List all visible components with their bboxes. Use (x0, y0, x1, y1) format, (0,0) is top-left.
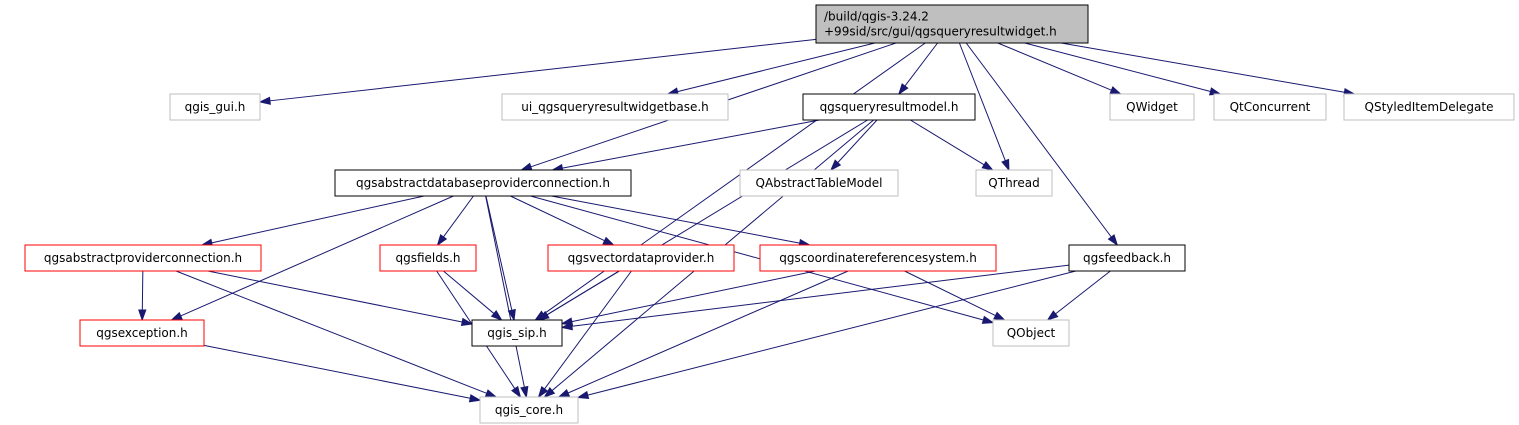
node-sip[interactable]: qgis_sip.h (471, 319, 563, 347)
edge-root-to-feedback (965, 42, 1119, 247)
node-core[interactable]: qgis_core.h (479, 396, 579, 424)
node-label: qgsfeedback.h (1083, 251, 1171, 265)
node-box (815, 4, 1089, 44)
node-label: qgsvectordataprovider.h (568, 251, 715, 265)
edge-abstractdb-to-vectordp (510, 195, 615, 246)
node-vectordp[interactable]: qgsvectordataprovider.h (547, 244, 735, 272)
node-abstractdb[interactable]: qgsabstractdatabaseproviderconnection.h (334, 169, 632, 197)
node-label: qgscoordinatereferencesystem.h (779, 251, 977, 265)
node-label: /build/qgis-3.24.2 (824, 10, 929, 24)
node-crs[interactable]: qgscoordinatereferencesystem.h (759, 244, 997, 272)
node-qgis_gui[interactable]: qgis_gui.h (169, 93, 261, 121)
node-box (334, 169, 632, 197)
node-label: qgis_core.h (495, 403, 563, 417)
edge-vectordp-to-core (537, 270, 632, 399)
edge-abstractprov-to-exception (138, 270, 147, 322)
edge-vectordp-to-sip (537, 270, 620, 321)
node-label: qgsexception.h (96, 326, 188, 340)
edge-abstractdb-to-sip (485, 195, 516, 322)
node-box (1068, 244, 1186, 272)
node-label: qgsabstractproviderconnection.h (44, 251, 242, 265)
node-box (501, 93, 729, 121)
edge-root-to-qwidget (997, 42, 1123, 95)
node-qabstracttable[interactable]: QAbstractTableModel (739, 169, 899, 197)
edge-model-to-qabstracttable (829, 119, 878, 172)
node-label: QAbstractTableModel (756, 176, 883, 190)
edge-feedback-to-qobject (1046, 270, 1111, 321)
node-box (79, 319, 205, 347)
node-label: QStyledItemDelegate (1365, 100, 1494, 114)
edge-abstractprov-to-sip (207, 270, 474, 327)
node-box (1343, 93, 1515, 121)
node-label: ui_qgsqueryresultwidgetbase.h (521, 100, 709, 114)
edge-root-to-qtconcurrent (1024, 42, 1222, 96)
edge-root-to-ui_base (666, 42, 875, 96)
edge-feedback-to-sip (560, 264, 1070, 331)
node-ui_base[interactable]: ui_qgsqueryresultwidgetbase.h (501, 93, 729, 121)
node-fields[interactable]: qgsfields.h (379, 244, 477, 272)
node-label: QtConcurrent (1230, 100, 1311, 114)
node-label: qgis_sip.h (487, 326, 546, 340)
edge-abstractprov-to-core (175, 270, 498, 398)
edge-feedback-to-core (576, 270, 1076, 400)
node-label: qgsfields.h (395, 251, 460, 265)
edge-abstractdb-to-abstractprov (200, 195, 425, 247)
node-box (759, 244, 997, 272)
node-qstyled[interactable]: QStyledItemDelegate (1343, 93, 1515, 121)
node-root[interactable]: /build/qgis-3.24.2+99sid/src/gui/qgsquer… (815, 4, 1089, 44)
edge-crs-to-core (557, 270, 849, 398)
edge-abstractdb-to-core (485, 195, 529, 399)
node-label: qgsqueryresultmodel.h (820, 100, 959, 114)
node-qobject[interactable]: QObject (992, 319, 1070, 347)
node-box (479, 396, 579, 424)
node-model[interactable]: qgsqueryresultmodel.h (802, 93, 976, 121)
node-label: QObject (1007, 326, 1056, 340)
node-feedback[interactable]: qgsfeedback.h (1068, 244, 1186, 272)
node-box (24, 244, 262, 272)
nodes-layer: /build/qgis-3.24.2+99sid/src/gui/qgsquer… (24, 4, 1515, 424)
node-box (802, 93, 976, 121)
edge-root-to-qthread (958, 42, 1010, 172)
node-box (471, 319, 563, 347)
edge-root-to-qgis_gui (258, 38, 817, 105)
edge-abstractdb-to-fields (436, 195, 474, 247)
node-qtconcurrent[interactable]: QtConcurrent (1213, 93, 1327, 121)
edge-exception-to-core (203, 344, 482, 403)
edges-layer (138, 38, 1356, 403)
node-label: qgis_gui.h (185, 100, 246, 114)
edge-model-to-qthread (910, 119, 994, 171)
node-label: QWidget (1126, 100, 1178, 114)
edge-abstractdb-to-crs (551, 195, 812, 248)
edge-abstractdb-to-exception (170, 195, 454, 321)
node-qthread[interactable]: QThread (975, 169, 1053, 197)
node-box (992, 319, 1070, 347)
node-label: QThread (988, 176, 1039, 190)
edge-root-to-model (897, 42, 938, 96)
edge-abstractdb-to-qobject (530, 195, 995, 324)
edge-crs-to-qobject (904, 270, 1006, 321)
node-qwidget[interactable]: QWidget (1109, 93, 1195, 121)
node-label: +99sid/src/gui/qgsqueryresultwidget.h (824, 25, 1057, 39)
node-box (379, 244, 477, 272)
node-box (169, 93, 261, 121)
node-label: qgsabstractdatabaseproviderconnection.h (356, 176, 610, 190)
node-box (1213, 93, 1327, 121)
edge-fields-to-sip (443, 270, 503, 321)
node-box (739, 169, 899, 197)
node-abstractprov[interactable]: qgsabstractproviderconnection.h (24, 244, 262, 272)
edge-crs-to-sip (560, 270, 816, 326)
node-box (1109, 93, 1195, 121)
node-box (975, 169, 1053, 197)
node-box (547, 244, 735, 272)
node-exception[interactable]: qgsexception.h (79, 319, 205, 347)
